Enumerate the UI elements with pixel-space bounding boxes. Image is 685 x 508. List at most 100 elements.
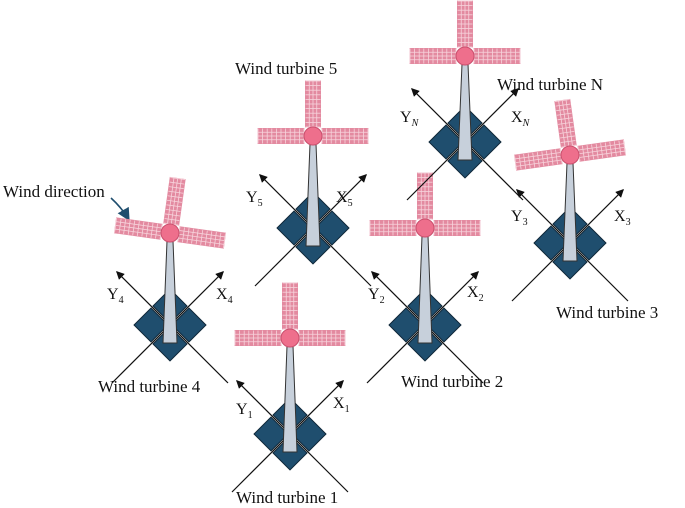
tower (282, 345, 298, 453)
x-axis-label-letter: X (336, 189, 348, 206)
foundation-block (426, 307, 462, 343)
y-axis-label: Y3 (511, 208, 528, 228)
blade (513, 148, 563, 171)
turbine-label: Wind turbine 5 (235, 59, 337, 78)
blade-grid-line (516, 159, 562, 167)
y-axis-label: Y4 (107, 286, 124, 306)
y-axis-label-subscript: N (411, 118, 420, 129)
blade-grid-line (578, 146, 625, 155)
turbine-label: Wind turbine N (497, 75, 603, 94)
x-axis-label-subscript: 3 (626, 217, 631, 228)
y-axis-label-subscript: 3 (523, 217, 528, 228)
y-axis-label-subscript: 2 (380, 295, 385, 306)
blade-grid-line (115, 224, 162, 233)
y-axis-label: Y1 (236, 401, 253, 421)
tower (457, 63, 473, 161)
blade-grid-line (116, 221, 162, 229)
y-axis-label-letter: Y (368, 286, 380, 303)
x-axis-label: X1 (333, 395, 350, 415)
tower (562, 162, 578, 262)
rotor-hub (303, 126, 323, 146)
foundation-block (171, 307, 207, 343)
blade-grid-line (565, 99, 573, 146)
y-axis-label: Y2 (368, 286, 385, 306)
blade-grid-line (174, 179, 182, 225)
blade-grid-line (114, 228, 161, 236)
y-axis-label: Y5 (246, 189, 263, 209)
y-axis-label: YN (400, 109, 420, 129)
wind-direction-label: Wind direction (3, 182, 105, 201)
rotor-hub (160, 223, 180, 243)
blade-grid-line (167, 177, 175, 224)
blade (234, 330, 282, 346)
blade (113, 217, 163, 240)
foundation-block (253, 416, 289, 452)
blade-grid-line (178, 233, 225, 242)
foundation-block (466, 124, 502, 160)
foundation-block (533, 225, 569, 261)
x-axis-label-subscript: N (522, 118, 531, 129)
foundation-block (314, 210, 350, 246)
foundation-block (152, 326, 188, 362)
blade-grid-line (170, 178, 179, 225)
blade (282, 282, 298, 330)
blade (321, 128, 369, 144)
foundation-block (552, 244, 588, 280)
blade-grid-line (178, 237, 224, 245)
x-axis-label-subscript: 2 (479, 293, 484, 304)
blade-grid-line (561, 100, 570, 147)
x-axis-label: XN (511, 109, 531, 129)
foundation-block (388, 307, 424, 343)
tower (305, 143, 321, 247)
foundation-block (428, 124, 464, 160)
foundation-block (272, 435, 308, 471)
x-axis-label-subscript: 1 (345, 404, 350, 415)
rotor-hub (280, 328, 300, 348)
blade-grid-line (558, 101, 566, 147)
y-axis-label-letter: Y (400, 109, 412, 126)
y-axis-label-subscript: 5 (258, 198, 263, 209)
y-axis-label-letter: Y (511, 208, 523, 225)
x-axis-label: X3 (614, 208, 631, 228)
blade (298, 330, 346, 346)
blade-grid-line (514, 152, 561, 160)
y-axis-label-letter: Y (246, 189, 258, 206)
turbine-label: Wind turbine 4 (98, 377, 201, 396)
turbine-label: Wind turbine 3 (556, 303, 658, 322)
tower (162, 240, 178, 344)
x-axis-label-subscript: 5 (348, 198, 353, 209)
blade (163, 176, 186, 226)
turbine-label: Wind turbine 1 (236, 488, 338, 507)
rotor-hub (560, 145, 580, 165)
blade (417, 172, 433, 220)
blade (433, 220, 481, 236)
blade (257, 128, 305, 144)
foundation-block (291, 416, 327, 452)
blade-grid-line (515, 155, 562, 164)
blade (409, 48, 457, 64)
rotor-hub (455, 46, 475, 66)
blade (305, 80, 321, 128)
foundation-block (276, 210, 312, 246)
y-axis-label-subscript: 1 (248, 410, 253, 421)
x-axis-label: X5 (336, 189, 353, 209)
foundation-block (133, 307, 169, 343)
foundation-block (295, 229, 331, 265)
foundation-block (447, 143, 483, 179)
tower (417, 235, 433, 344)
rotor-hub (415, 218, 435, 238)
y-axis-label-letter: Y (107, 286, 119, 303)
y-axis-label-letter: Y (236, 401, 248, 418)
blade (577, 139, 627, 162)
x-axis-label: X4 (216, 286, 233, 306)
x-axis-label-letter: X (511, 109, 523, 126)
x-axis-label-letter: X (614, 208, 626, 225)
blade (457, 0, 473, 48)
